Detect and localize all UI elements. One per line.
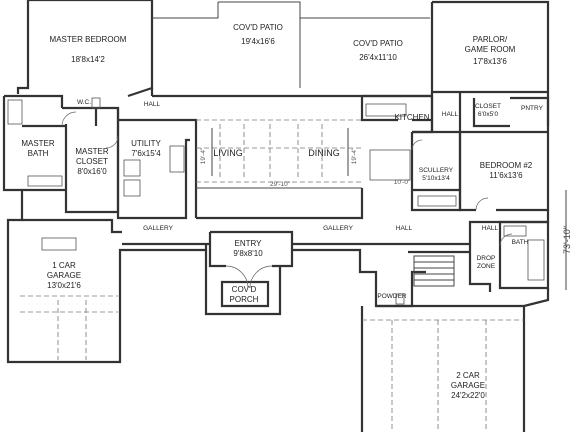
- entry-size: 9'8x8'10: [233, 249, 263, 258]
- dining-label: DINING: [308, 148, 340, 158]
- master-closet-label-1: MASTER: [75, 147, 109, 156]
- patio1-size: 19'4x16'6: [241, 37, 275, 46]
- doors: [61, 111, 513, 289]
- fireplace: [169, 145, 185, 173]
- living-label: LIVING: [213, 148, 243, 158]
- gallery-center-label: GALLERY: [323, 225, 354, 232]
- bedroom2-size: 11'6x13'6: [489, 171, 523, 180]
- toilet-wc: [91, 97, 101, 109]
- patio2-label: COV'D PATIO: [353, 39, 403, 48]
- kitchen-label: KITCHEN: [394, 113, 429, 122]
- parlor-size: 17'8x13'6: [473, 57, 507, 66]
- garage-bench: [41, 237, 77, 251]
- great-room-south-wall: [196, 188, 364, 220]
- utility-size: 7'6x15'4: [131, 149, 161, 158]
- bath-east-walls: [498, 220, 550, 290]
- drop-zone-label-2: ZONE: [477, 263, 496, 270]
- powder-toilet: [395, 293, 405, 305]
- overall-depth-dim: 73'-10": [562, 226, 572, 254]
- garage2-label-2: GARAGE: [451, 381, 485, 390]
- kitchen-island-dim: 10'-0": [394, 179, 411, 186]
- tub: [7, 99, 23, 125]
- scullery-size: 5'10x13'4: [422, 175, 450, 182]
- washer: [123, 159, 141, 177]
- bath-label: BATH: [512, 239, 529, 246]
- porch-label-2: PORCH: [230, 295, 259, 304]
- great-room-width-dim: 29'-10": [270, 181, 291, 188]
- dining-depth-dim: 19'-4": [351, 147, 358, 164]
- kitchen-counter: [365, 103, 407, 117]
- kitchen-island: [369, 149, 411, 181]
- walls: [2, 0, 550, 432]
- bath-vanity: [503, 225, 527, 237]
- entry-walls: [208, 230, 294, 268]
- patio1-label: COV'D PATIO: [233, 23, 283, 32]
- garage1-size: 13'0x21'6: [47, 281, 81, 290]
- parlor-label-2: GAME ROOM: [465, 45, 516, 54]
- beam-lines: [20, 119, 524, 430]
- wc-label: W.C.: [77, 99, 91, 106]
- bedroom2-label: BEDROOM #2: [480, 161, 533, 170]
- garage1-label-1: 1 CAR: [52, 261, 76, 270]
- garage1-label-2: GARAGE: [47, 271, 81, 280]
- master-bath-label-2: BATH: [28, 149, 49, 158]
- drop-zone-label-1: DROP: [477, 255, 496, 262]
- garage1-walls: [6, 240, 208, 364]
- hall-east-label: HALL: [442, 111, 459, 118]
- living-depth-dim: 19'-4": [200, 147, 207, 164]
- master-bath-label-1: MASTER: [21, 139, 55, 148]
- hall-bed2-label: HALL: [482, 225, 499, 232]
- powder-label: POWDER: [377, 293, 407, 300]
- patio-outline: [152, 1, 430, 88]
- master-bedroom-label: MASTER BEDROOM: [50, 35, 127, 44]
- dimension-lines: [196, 128, 567, 290]
- master-vanity: [27, 175, 63, 187]
- room-labels: MASTER BEDROOM 18'8x14'2 COV'D PATIO 19'…: [21, 23, 543, 400]
- parlor-label-1: PARLOR/: [473, 35, 508, 44]
- bath-tub: [527, 239, 545, 281]
- garage2-label-1: 2 CAR: [456, 371, 480, 380]
- master-bedroom-size: 18'8x14'2: [71, 55, 105, 64]
- entry-label: ENTRY: [235, 239, 263, 248]
- master-closet-label-2: CLOSET: [76, 157, 108, 166]
- dimension-labels: 29'-10" 19'-4" 19'-4" 10'-0" 73'-10": [200, 147, 572, 254]
- hall-gallery-label: HALL: [396, 225, 413, 232]
- scullery-counter: [417, 195, 457, 207]
- master-closet-size: 8'0x16'0: [77, 167, 107, 176]
- porch-walls: [204, 250, 282, 316]
- master-bedroom-walls: [16, 0, 154, 98]
- pantry-label: PNTRY: [521, 105, 544, 112]
- gallery-west-label: GALLERY: [143, 225, 174, 232]
- garage2-walls: [360, 288, 550, 432]
- hall-master-label: HALL: [144, 101, 161, 108]
- closet-label: CLOSET: [475, 103, 501, 110]
- powder-stair-walls: [292, 244, 492, 308]
- north-wall: [150, 88, 432, 98]
- garage2-size: 24'2x22'0: [451, 391, 485, 400]
- west-outer-wall: [2, 94, 64, 240]
- patio2-size: 26'4x11'10: [359, 53, 397, 62]
- closet-size: 6'0x5'0: [478, 111, 499, 118]
- gallery-walls: [22, 210, 550, 246]
- porch-label-1: COV'D: [232, 285, 257, 294]
- utility-label: UTILITY: [131, 139, 161, 148]
- dryer: [123, 179, 141, 197]
- stair: [413, 255, 455, 287]
- fixtures: [7, 97, 545, 305]
- scullery-label: SCULLERY: [419, 167, 454, 174]
